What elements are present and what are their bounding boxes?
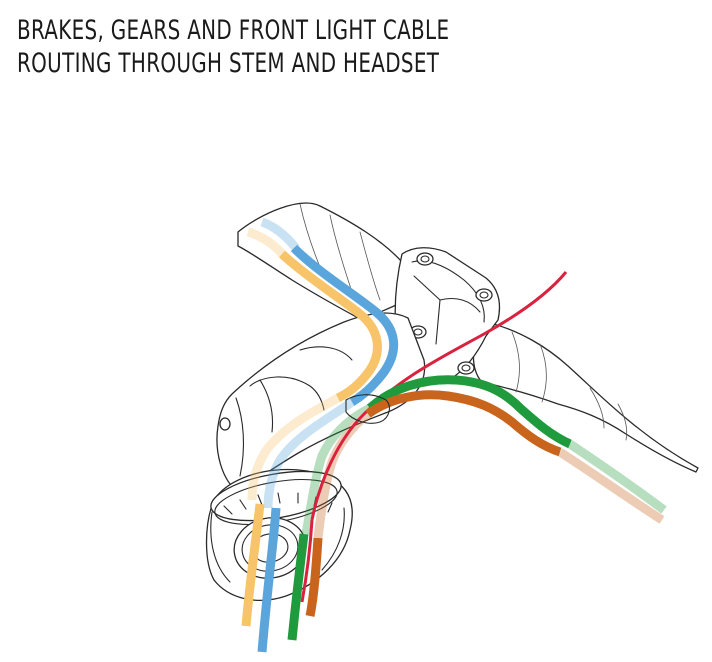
title-line-2: ROUTING THROUGH STEM AND HEADSET (17, 48, 440, 79)
visible-cable-segments (241, 244, 572, 653)
stem-cable-port (345, 394, 390, 424)
light-cable-bottom (300, 519, 314, 603)
title-line-1: BRAKES, GEARS AND FRONT LIGHT CABLE (17, 15, 450, 46)
gear-rear-bottom (305, 537, 323, 617)
brake-rear-bottom (241, 503, 265, 627)
brake-rear-hidden-mid (247, 394, 341, 501)
brake-front-hidden-mid (263, 398, 355, 509)
brake-front-hidden-top (260, 217, 300, 251)
page-title: BRAKES, GEARS AND FRONT LIGHT CABLE ROUT… (17, 14, 577, 80)
brake-front-bottom (257, 507, 281, 653)
light-cable (310, 271, 568, 521)
brake-rear-hidden-top (246, 227, 288, 259)
gear-front-hidden-right (567, 440, 667, 514)
brake-rear-cable (278, 250, 382, 403)
gear-rear-hidden-right (557, 448, 665, 524)
gear-front-bottom (287, 533, 309, 641)
brake-front-cable (290, 244, 399, 406)
gear-front-hidden-mid (301, 403, 373, 535)
gear-rear-cable (365, 390, 562, 457)
gear-front-cable (366, 375, 572, 449)
